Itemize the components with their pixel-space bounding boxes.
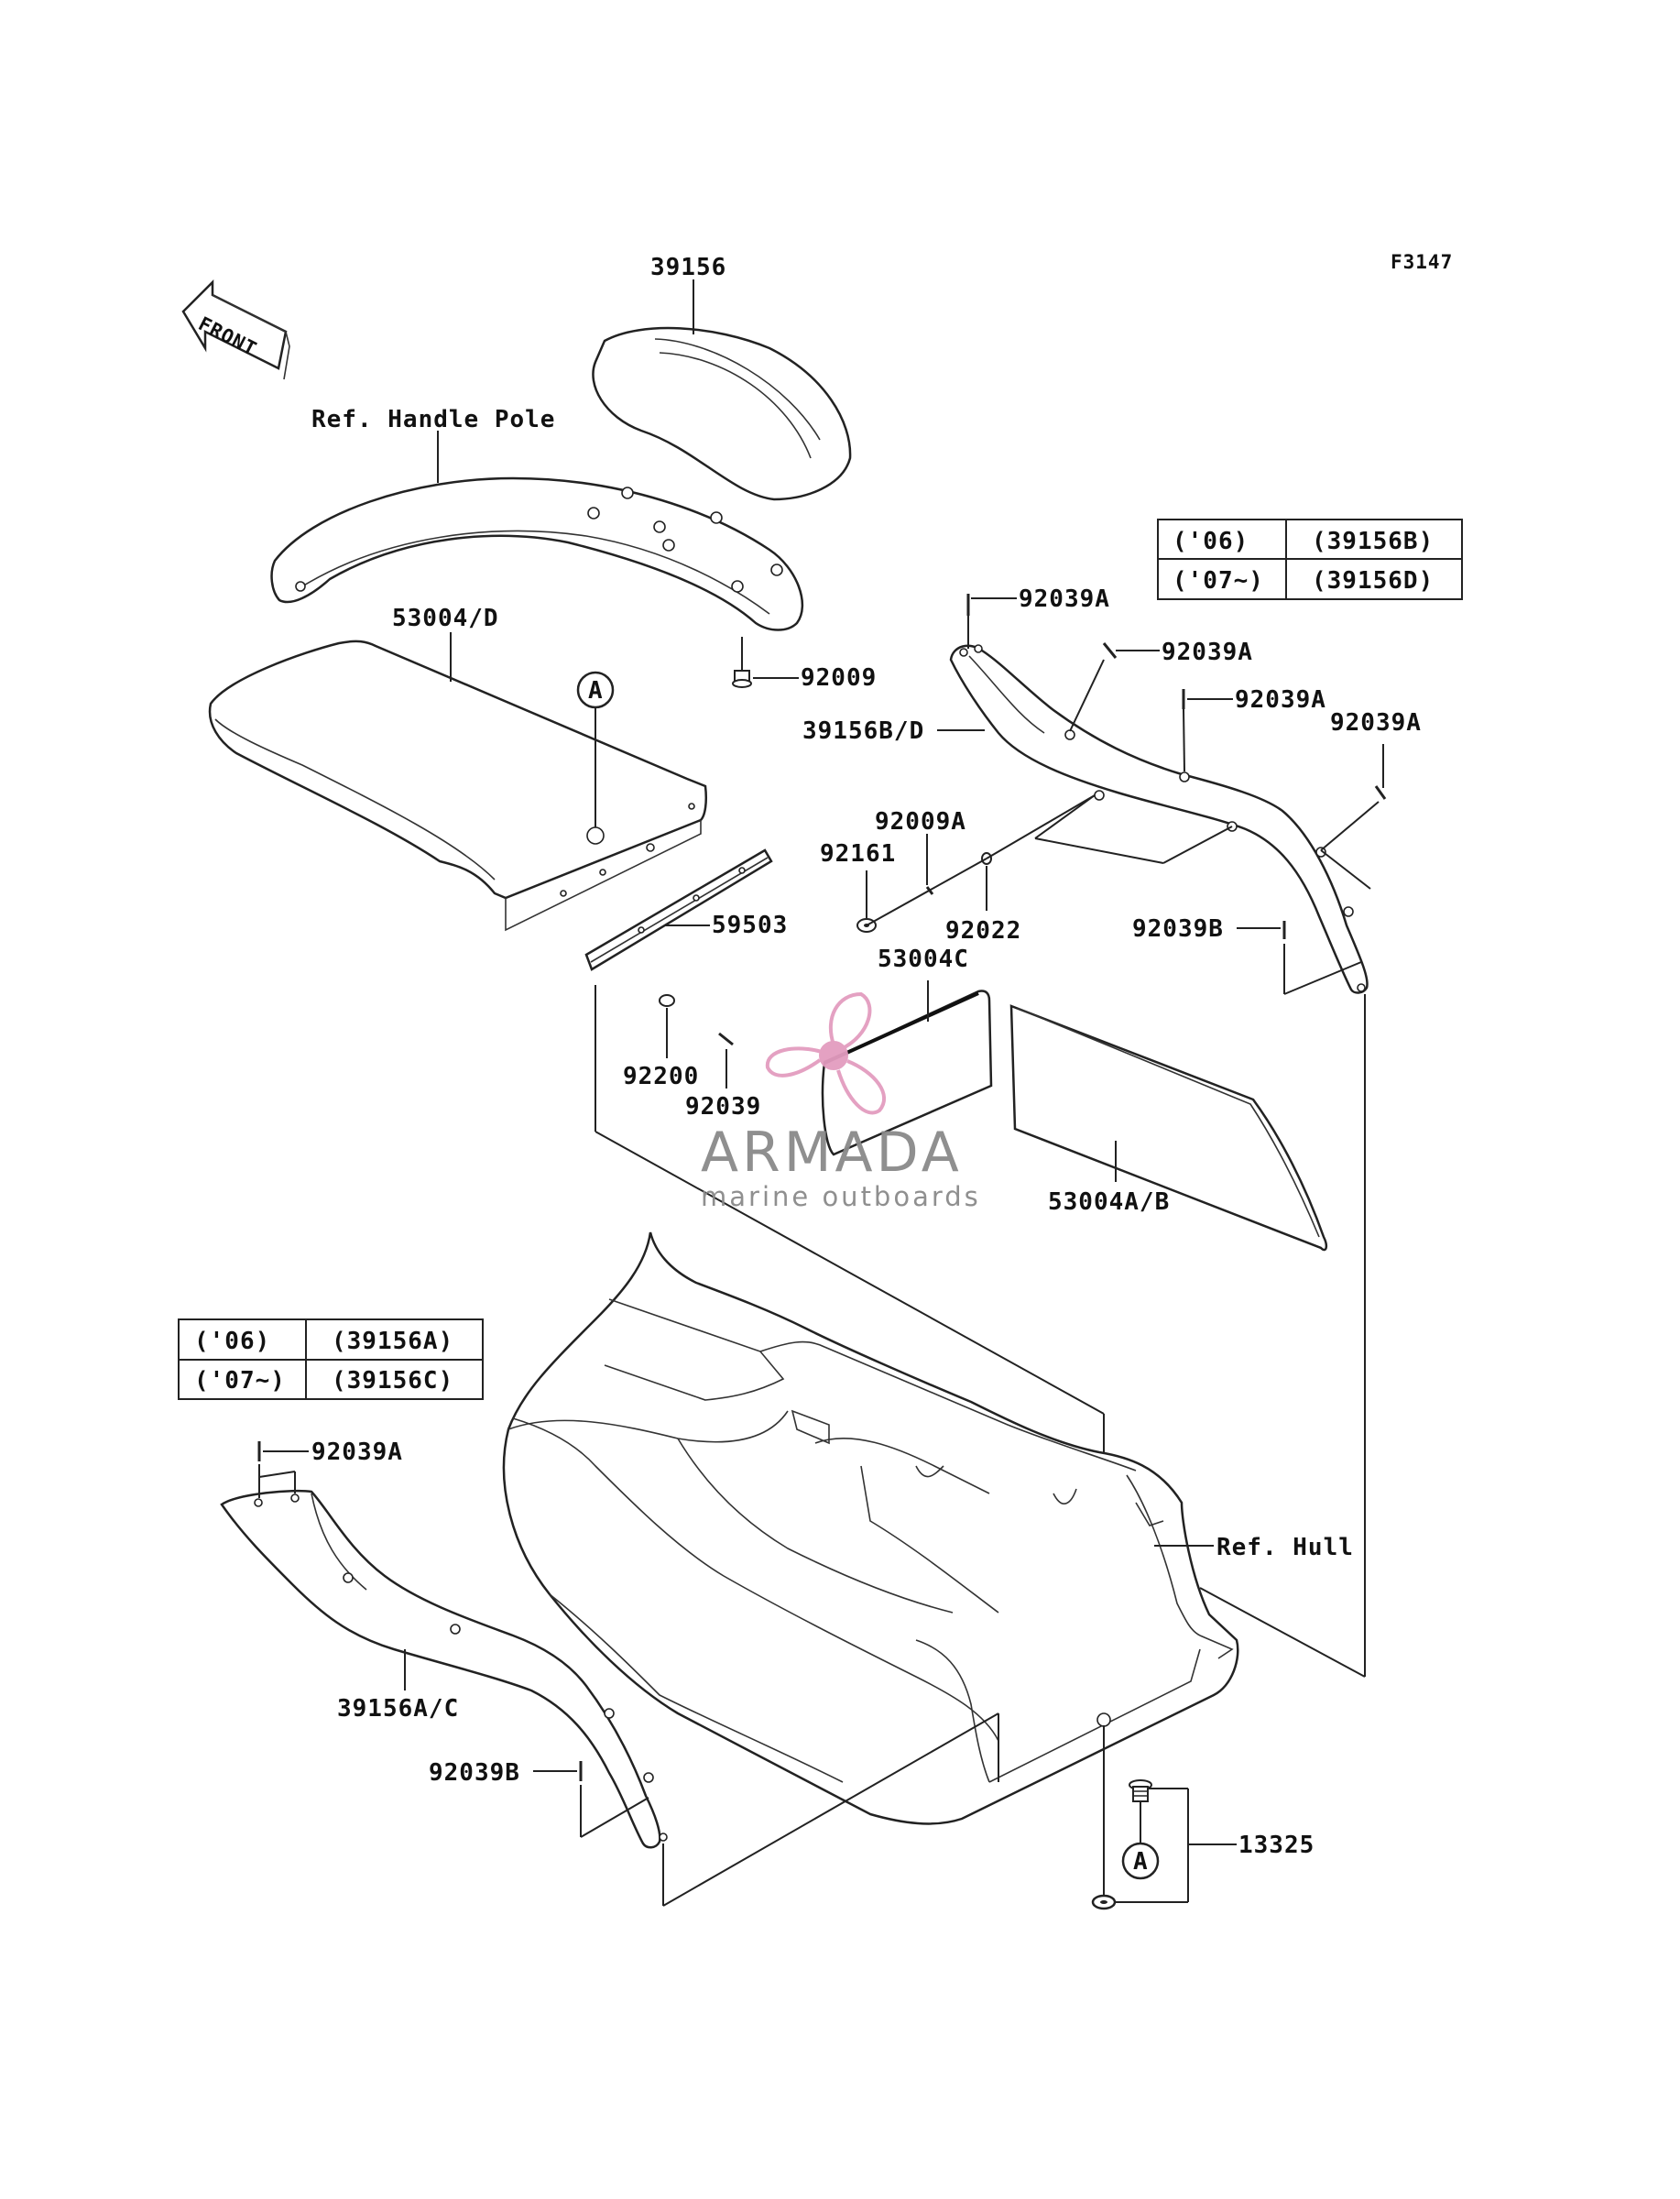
year-table-left-part-2: (39156C)	[332, 1367, 453, 1395]
handle-pole-cover	[270, 476, 804, 631]
panel-53004a-b	[1009, 1004, 1328, 1252]
callout-39156b-d: 39156B/D	[802, 717, 924, 745]
callout-92039a-2: 92039A	[1162, 639, 1253, 666]
year-table-left-year-2: ('07~)	[194, 1367, 286, 1395]
nut-13325	[1091, 1894, 1117, 1910]
year-table-right-part-2: (39156D)	[1312, 567, 1434, 595]
year-table-left-year-1: ('06)	[194, 1328, 270, 1355]
year-table-right-year-2: ('07~)	[1173, 567, 1264, 595]
callout-92039a-3: 92039A	[1235, 686, 1326, 714]
callout-92022: 92022	[945, 917, 1021, 945]
callout-92039b-right: 92039B	[1132, 915, 1224, 943]
year-table-left-part-1: (39156A)	[332, 1328, 453, 1355]
year-table-right-year-1: ('06)	[1173, 528, 1249, 555]
callout-92039a-1: 92039A	[1019, 585, 1110, 613]
marker-a-bottom: A	[1121, 1842, 1160, 1880]
callout-92161: 92161	[820, 840, 896, 868]
svg-text:A: A	[1133, 1848, 1149, 1876]
callout-92039: 92039	[685, 1093, 761, 1121]
pin-92039a-2	[1102, 642, 1118, 659]
marker-a-top: A	[576, 671, 615, 709]
panel-53004c	[821, 990, 993, 1156]
callout-53004-d: 53004/D	[392, 605, 499, 632]
callout-ref-handle-pole: Ref. Handle Pole	[311, 406, 555, 433]
pin-92039a-4	[1374, 785, 1387, 800]
callout-92009a: 92009A	[875, 808, 966, 836]
mat-53004-d	[208, 640, 708, 932]
pin-92039	[718, 1032, 734, 1046]
propeller-logo-icon	[765, 991, 886, 1115]
seat-cushion-39156	[592, 326, 852, 501]
callout-59503: 59503	[712, 912, 788, 939]
callout-92200: 92200	[623, 1063, 699, 1090]
watermark: ARMADA marine outboards	[701, 991, 981, 1212]
year-table-right-part-1: (39156B)	[1312, 528, 1434, 555]
callout-ref-hull: Ref. Hull	[1216, 1534, 1354, 1561]
svg-text:A: A	[588, 677, 604, 705]
callout-92039b-left: 92039B	[429, 1759, 520, 1787]
rail-59503	[584, 848, 773, 971]
watermark-brand: ARMADA	[701, 1121, 963, 1185]
callout-39156: 39156	[650, 254, 726, 281]
bolt-92009	[732, 637, 752, 688]
side-cover-right-39156b-d	[949, 644, 1369, 994]
year-table-left: ('06) (39156A) ('07~) (39156C)	[178, 1318, 484, 1400]
callout-92009: 92009	[801, 664, 877, 692]
callout-13325: 13325	[1238, 1832, 1315, 1859]
watermark-tagline: marine outboards	[701, 1181, 981, 1212]
drain-plug-13325	[1129, 1779, 1152, 1802]
callout-53004a-b: 53004A/B	[1048, 1188, 1170, 1216]
callout-92039a-5: 92039A	[311, 1439, 403, 1466]
side-cover-left-39156a-c	[220, 1489, 668, 1849]
callout-53004c: 53004C	[878, 946, 969, 973]
year-table-right: ('06) (39156B) ('07~) (39156D)	[1157, 519, 1463, 600]
callout-92039a-4: 92039A	[1330, 709, 1422, 737]
hull	[502, 1231, 1239, 1825]
figure-id: F3147	[1391, 251, 1453, 273]
callout-39156a-c: 39156A/C	[337, 1695, 459, 1723]
front-arrow-icon: FRONT	[181, 279, 290, 380]
washer-92200	[659, 994, 675, 1007]
